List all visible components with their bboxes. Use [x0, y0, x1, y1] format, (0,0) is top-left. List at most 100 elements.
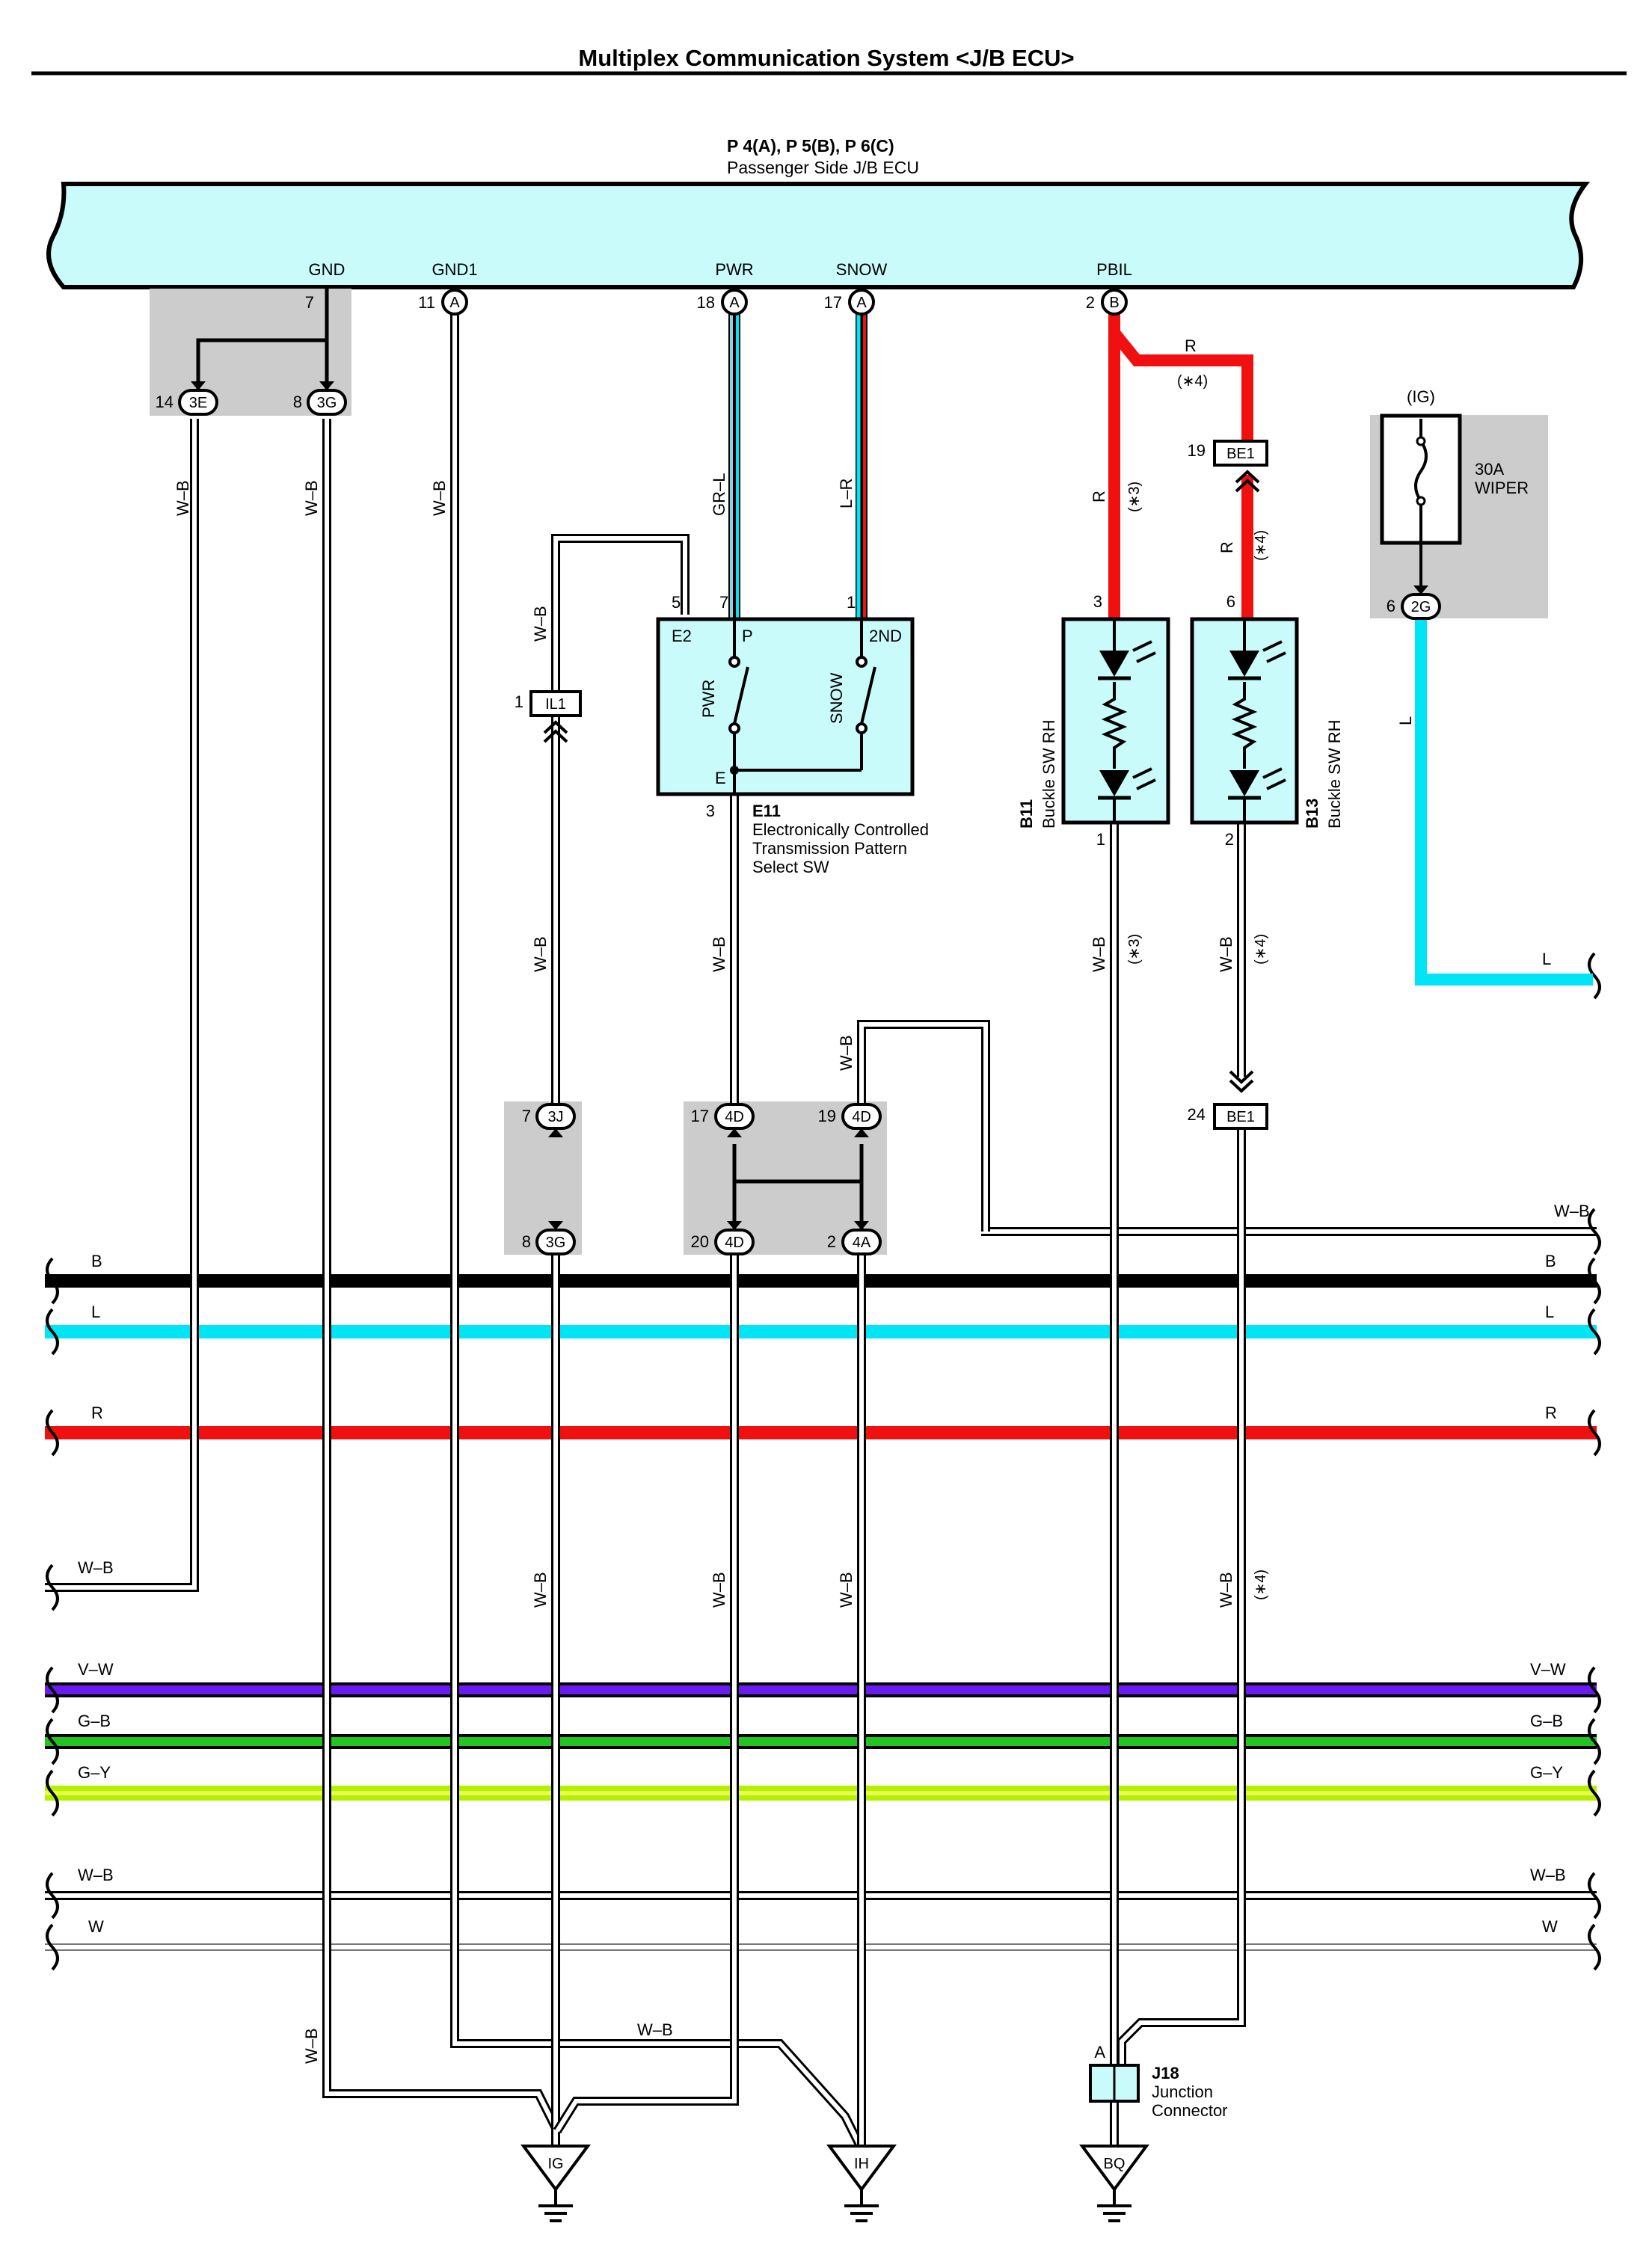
ecu-pin-pbil-label: PBIL: [1096, 260, 1132, 279]
wire-note-4-b13-lower: (∗4): [1253, 934, 1269, 965]
buckle-b11: 3 1 B11 Buckle SW RH: [1017, 592, 1170, 849]
connector-be1-bottom-pin: 24: [1188, 1105, 1206, 1124]
b13-code: B13: [1303, 799, 1321, 829]
wire-label-l-right: L: [1542, 950, 1551, 968]
wb-wires: [196, 287, 1246, 2148]
wire-label-wb-e11: W–B: [710, 936, 728, 972]
wire-label-wb-4a-lower: W–B: [837, 1572, 856, 1608]
wire-label-grl: GR–L: [710, 473, 728, 516]
ecu-terminal-pwr: [721, 289, 748, 316]
wire-label-wb-3g: W–B: [302, 480, 321, 516]
ecu-pin-pwr-conn: A: [729, 295, 740, 311]
bus-label-gy-right: G–Y: [1530, 1763, 1563, 1782]
ecu-terminal-gnd1: [441, 289, 468, 316]
ecu-pin-snow-conn: A: [856, 295, 867, 311]
e11-name-line-2: Transmission Pattern: [752, 839, 907, 858]
b11-pin-top: 3: [1093, 592, 1102, 611]
j18-pin: A: [1094, 2043, 1105, 2062]
wire-label-wb-bottom-left: W–B: [302, 2028, 321, 2064]
junction-3e-id: 3E: [189, 395, 207, 411]
wire-note-4-b13: (∗4): [1253, 530, 1269, 561]
bus-label-wb-top-right: W–B: [1554, 1202, 1590, 1220]
bus-label-wb-left: W–B: [78, 1558, 114, 1577]
junction-2g-pin: 6: [1387, 597, 1395, 615]
wire-label-r-b11: R: [1090, 491, 1108, 502]
junction-3j-pin: 7: [522, 1107, 531, 1125]
bus-label-wb-lower-right: W–B: [1530, 1866, 1566, 1884]
page-title: Multiplex Communication System <J/B ECU>: [578, 45, 1074, 71]
connector-il1-id: IL1: [545, 696, 566, 713]
ecu-pin-pwr-num: 18: [697, 293, 715, 312]
wire-label-r-b13: R: [1217, 541, 1236, 553]
pbil-wires: [1108, 313, 1253, 621]
e11-label-pwr: PWR: [699, 680, 718, 718]
e11-pin-3: 3: [706, 802, 715, 820]
connector-be1-top-id: BE1: [1226, 446, 1255, 462]
connector-be1-bottom-id: BE1: [1226, 1109, 1255, 1125]
wire-note-3-bottom: (∗3): [1126, 934, 1143, 965]
fuse-name: WIPER: [1475, 479, 1529, 497]
wire-label-l-fuse: L: [1396, 716, 1415, 725]
ground-ig: IG: [521, 2145, 591, 2222]
connector-be1-top: [1213, 440, 1268, 467]
ground-bq: BQ: [1079, 2145, 1149, 2222]
ecu-pin-gnd1-label: GND1: [432, 260, 477, 279]
inline-connectors: 1 IL1 19 BE1 24 BE1: [515, 440, 1268, 1130]
junction-4d-17-pin: 17: [691, 1107, 709, 1125]
wire-note-4-lower: (∗4): [1253, 1570, 1269, 1600]
connector-il1-pin: 1: [515, 692, 523, 711]
wire-labels: W–B W–B W–B W–B GR–L L–R R (∗3) R (∗4) R…: [174, 336, 1551, 2064]
wire-label-wb-il1: W–B: [531, 606, 550, 642]
bus-label-r-right: R: [1545, 1404, 1557, 1422]
junction-4d-19-pin: 19: [818, 1107, 836, 1125]
bus-label-gb-left: G–B: [78, 1712, 111, 1730]
fuse-wiper: (IG) 30A WIPER: [1380, 387, 1529, 585]
junction-4a-2-pin: 2: [827, 1232, 836, 1251]
junction-connector-j18: A J18 Junction Connector: [1089, 2043, 1228, 2120]
junction-3g-top-pin: 8: [293, 393, 302, 411]
ecu-name: Passenger Side J/B ECU: [727, 158, 919, 177]
ecu-code: P 4(A), P 5(B), P 6(C): [727, 136, 894, 156]
bus-label-b-right: B: [1545, 1252, 1556, 1270]
wire-label-wb-3g-lower: W–B: [531, 1572, 550, 1608]
e11-pin-5: 5: [672, 593, 681, 612]
bus-label-gy-left: G–Y: [78, 1763, 111, 1782]
bus-label-r-left: R: [91, 1404, 103, 1422]
wire-label-lr: L–R: [837, 479, 856, 508]
junction-3g-bottom-pin: 8: [522, 1232, 531, 1251]
junction-4a-2-id: 4A: [853, 1235, 871, 1251]
ecu-pin-gnd-label: GND: [309, 260, 346, 279]
connector-be1-top-pin: 19: [1188, 441, 1206, 460]
bus-label-wb-lower-left: W–B: [78, 1866, 114, 1884]
svg-text:IG: IG: [547, 2156, 563, 2172]
break-marks: [46, 952, 1601, 1971]
junction-3e-pin: 14: [156, 393, 174, 411]
l-wire-fuse: [1415, 615, 1593, 986]
wire-label-wb-4d20-lower: W–B: [710, 1572, 728, 1608]
fuse-amp: 30A: [1475, 460, 1504, 479]
wire-label-wb-bottom-gnd1: W–B: [637, 2020, 673, 2039]
wire-note-3-top: (∗3): [1126, 482, 1143, 512]
fuse-source: (IG): [1407, 387, 1435, 406]
wire-note-4-top: (∗4): [1177, 373, 1208, 390]
connector-il1: [529, 690, 582, 717]
connector-be1-bottom: [1213, 1103, 1268, 1130]
b13-name: Buckle SW RH: [1325, 720, 1344, 829]
e11-terminal-2nd: 2ND: [869, 627, 902, 645]
bus-label-b-left: B: [91, 1252, 102, 1270]
wire-label-r-top: R: [1185, 336, 1197, 355]
b13-pin-top: 6: [1226, 592, 1235, 611]
svg-text:IH: IH: [854, 2156, 869, 2172]
wire-label-wb-b13-lower: W–B: [1217, 1572, 1235, 1608]
ecu-pin-snow-num: 17: [824, 293, 842, 312]
wire-label-wb-3j: W–B: [531, 936, 550, 972]
bus-label-l-left: L: [91, 1303, 100, 1321]
ecu-pin-pwr-label: PWR: [715, 260, 753, 279]
svg-text:BQ: BQ: [1104, 2156, 1126, 2172]
junction-3g-bottom-id: 3G: [546, 1235, 566, 1251]
bus-label-vw-left: V–W: [78, 1660, 114, 1679]
junction-4d-20-id: 4D: [725, 1235, 744, 1251]
bus-label-vw-right: V–W: [1530, 1660, 1566, 1679]
b11-name: Buckle SW RH: [1040, 720, 1058, 829]
